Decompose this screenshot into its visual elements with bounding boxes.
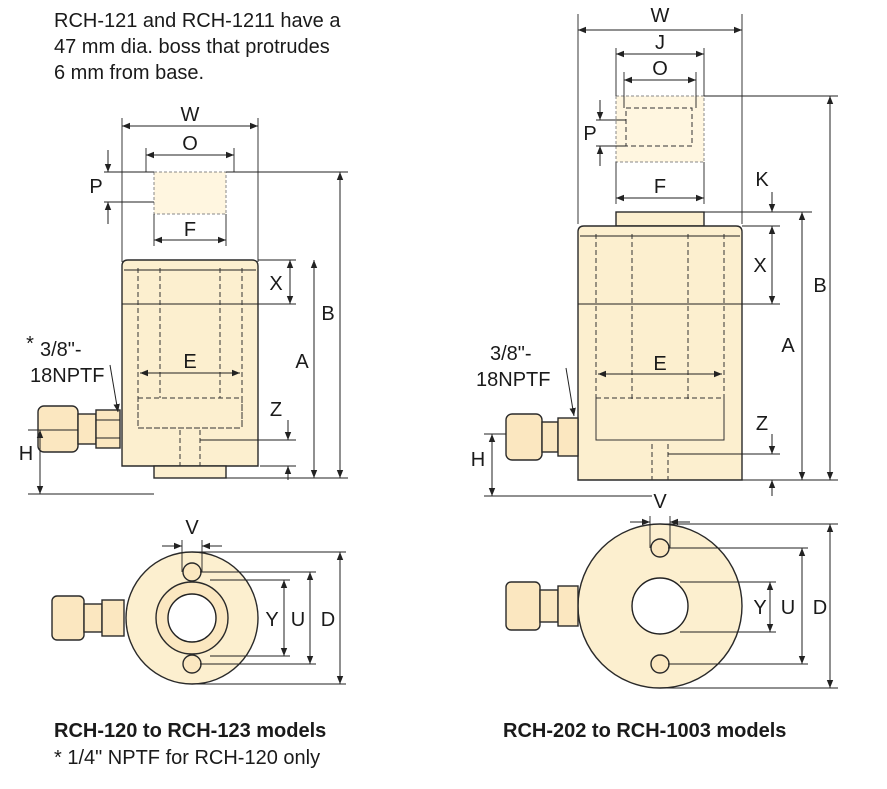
right-label-y: Y — [753, 597, 766, 619]
right-label-p: P — [583, 123, 596, 145]
left-bottom-port-fitting — [51, 595, 125, 641]
caption-left-models: RCH-120 to RCH-123 models — [54, 720, 327, 742]
right-label-e: E — [653, 353, 666, 375]
left-center-hole — [167, 593, 217, 643]
left-saddle — [153, 171, 227, 215]
left-port-fitting — [37, 405, 121, 453]
left-label-o: O — [182, 133, 198, 155]
left-label-z: Z — [270, 399, 282, 421]
right-saddle — [615, 95, 705, 163]
right-label-o: O — [652, 58, 668, 80]
right-mount-hole-top — [650, 538, 670, 558]
left-label-a: A — [295, 351, 309, 373]
left-cylinder-body — [121, 259, 259, 467]
left-mount-hole-bottom — [182, 654, 202, 674]
right-label-u: U — [781, 597, 795, 619]
boss-note-line-2: 47 mm dia. boss that protrudes — [54, 36, 330, 58]
left-label-y: Y — [265, 609, 278, 631]
right-side-view — [484, 14, 838, 497]
right-label-h: H — [471, 449, 485, 471]
boss-note: RCH-121 and RCH-1211 have a 47 mm dia. b… — [54, 8, 394, 86]
right-port-label-1: 3/8"- — [490, 343, 532, 365]
left-mount-hole-top — [182, 562, 202, 582]
footnote: * 1/4" NPTF for RCH-120 only — [54, 747, 321, 769]
right-label-b: B — [813, 275, 826, 297]
boss-note-line-1: RCH-121 and RCH-1211 have a — [54, 10, 341, 32]
right-mount-hole-bottom — [650, 654, 670, 674]
boss-note-line-3: 6 mm from base. — [54, 62, 205, 84]
left-port-star: * — [26, 333, 34, 355]
left-label-x: X — [269, 273, 282, 295]
right-label-d: D — [813, 597, 827, 619]
right-label-f: F — [654, 176, 666, 198]
left-bottom-view — [51, 540, 346, 685]
right-label-k: K — [755, 169, 769, 191]
left-side-view — [28, 118, 348, 495]
right-bottom-port-fitting — [505, 581, 579, 631]
right-label-x: X — [753, 255, 766, 277]
right-port-fitting — [505, 413, 579, 461]
left-port-label-2: 18NPTF — [30, 365, 104, 387]
left-port-label-1: 3/8"- — [40, 339, 82, 361]
left-label-f: F — [184, 219, 196, 241]
right-bottom-view — [505, 516, 838, 689]
right-port-label-2: 18NPTF — [476, 369, 550, 391]
right-plunger-top — [615, 211, 705, 227]
dimension-labels: W O P F X B A E Z H * 3/8"- 18NPTF V Y U… — [19, 5, 827, 631]
right-label-v: V — [653, 491, 667, 513]
right-cylinder-body — [577, 225, 743, 481]
right-label-w: W — [651, 5, 670, 27]
left-label-e: E — [183, 351, 196, 373]
left-label-w: W — [181, 104, 200, 126]
left-label-v: V — [185, 517, 199, 539]
caption-right-models: RCH-202 to RCH-1003 models — [503, 720, 787, 742]
right-center-hole — [631, 577, 689, 635]
left-label-d: D — [321, 609, 335, 631]
left-label-p: P — [89, 176, 102, 198]
left-base-boss — [153, 465, 227, 479]
right-label-j: J — [655, 32, 665, 54]
left-label-h: H — [19, 443, 33, 465]
left-label-u: U — [291, 609, 305, 631]
right-label-z: Z — [756, 413, 768, 435]
right-label-a: A — [781, 335, 795, 357]
left-label-b: B — [321, 303, 334, 325]
